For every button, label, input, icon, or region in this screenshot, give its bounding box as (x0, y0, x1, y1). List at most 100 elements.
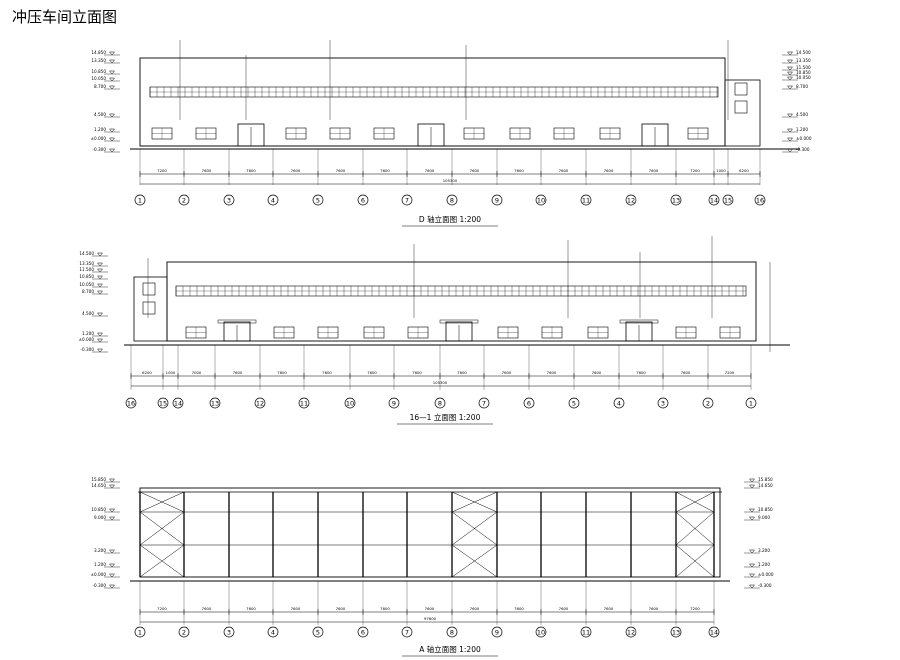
view-a-axis-11: 11 (582, 628, 590, 636)
view-d-elev-label: 8.700 (94, 84, 106, 89)
view-a-axis-9: 9 (495, 628, 499, 636)
view-d-elev-label: 10.050 (796, 75, 811, 80)
view-a-elev-label: ±0.000 (91, 572, 107, 577)
view-a-dim-label: 7600 (202, 606, 212, 611)
view-d-axis-3: 3 (227, 196, 231, 204)
view-d-elev-label: 14.500 (796, 50, 811, 55)
view-a-elev-label: 15.850 (91, 477, 106, 482)
view-a-axis-9-circle (491, 626, 503, 638)
view-16-1-axis-12-circle (254, 397, 266, 409)
view-a-elev-mark (748, 549, 756, 554)
view-a-dim-label: 7600 (649, 606, 659, 611)
view-a-elev-label: 9.000 (758, 515, 770, 520)
view-a-elev-label: 10.850 (758, 507, 773, 512)
view-d-dim-label: 7600 (336, 168, 346, 173)
view-a-axis-3: 3 (227, 628, 231, 636)
view-16-1-axis-8-circle (434, 397, 446, 409)
view-a-axis-5: 5 (316, 628, 320, 636)
view-d-elev-mark (108, 85, 116, 90)
view-a-brace (675, 544, 715, 578)
view-d-annex-window (734, 82, 748, 96)
view-d-axis-11: 11 (582, 196, 590, 204)
view-a-dim-label: 7600 (380, 606, 390, 611)
view-16-1-dim-label: 7600 (547, 370, 557, 375)
view-d-elev-label: 13.350 (796, 58, 811, 63)
view-16-1-dim-label: 7600 (502, 370, 512, 375)
view-a-axis-6-circle (357, 626, 369, 638)
view-a-elev-mark (108, 508, 116, 513)
view-a-elev-mark (108, 549, 116, 554)
view-16-1-annex-window (142, 282, 156, 296)
view-a-elev-mark (108, 484, 116, 489)
view-d-elev-mark (786, 148, 794, 153)
view-d-elev-label: ±0.000 (796, 136, 812, 141)
view-d-elev-label: -0.300 (796, 147, 810, 152)
view-d-axis-8: 8 (450, 196, 454, 204)
view-16-1-axis-5: 5 (572, 399, 576, 407)
view-a-elev-label: -0.300 (758, 583, 772, 588)
view-16-1-canopy (439, 319, 479, 324)
view-16-1-dim-label: 7600 (457, 370, 467, 375)
view-d-total-dim-label: 105300 (443, 178, 458, 183)
view-16-1-axis-9: 9 (392, 399, 396, 407)
view-a-brace (139, 511, 185, 546)
view-16-1-total-dim-label: 105300 (433, 380, 448, 385)
view-16-1-dim-label: 7600 (412, 370, 422, 375)
view-16-1-canopy (619, 319, 659, 324)
view-16-1-axis-1: 1 (749, 399, 753, 407)
view-a-elev-label: -0.300 (93, 583, 107, 588)
view-a-axis-10: 10 (537, 628, 545, 636)
view-d-elev-mark (108, 51, 116, 56)
view-a-elev-mark (108, 516, 116, 521)
view-16-1-axis-4-circle (613, 397, 625, 409)
view-d-elev-mark (108, 137, 116, 142)
view-d-elev-mark (786, 51, 794, 56)
view-d-elev-mark (786, 113, 794, 118)
view-d-axis-6-circle (357, 194, 369, 206)
view-d-dim-label: 7600 (291, 168, 301, 173)
view-a-elev-mark (108, 584, 116, 589)
view-d-axis-9-circle (491, 194, 503, 206)
view-16-1-elev-mark (96, 290, 104, 295)
view-d-elev-label: 4.500 (94, 112, 106, 117)
view-a-elev-mark (748, 508, 756, 513)
view-a-axis-1: 1 (138, 628, 142, 636)
view-a-axis-6: 6 (361, 628, 365, 636)
view-16-1-axis-13-circle (209, 397, 221, 409)
view-16-1-axis-9-circle (388, 397, 400, 409)
view-a-wall-frame (139, 487, 721, 578)
view-a-axis-13-circle (670, 626, 682, 638)
view-d-axis-8-circle (446, 194, 458, 206)
view-d-axis-3-circle (223, 194, 235, 206)
view-d-elev-label: ±0.000 (91, 136, 107, 141)
view-a-axis-4: 4 (271, 628, 275, 636)
view-16-1-elev-mark (96, 262, 104, 267)
view-16-1-elev-mark (96, 348, 104, 353)
view-d-elev-mark (786, 76, 794, 81)
view-16-1-elev-label: 11.500 (79, 267, 94, 272)
view-a-axis-2: 2 (182, 628, 186, 636)
view-d-axis-15: 15 (724, 196, 732, 204)
view-16-1-elev-label: 4.500 (82, 311, 94, 316)
view-a-dim-label: 7200 (157, 606, 167, 611)
view-16-1-dim-label: 7600 (367, 370, 377, 375)
view-a-axis-3-circle (223, 626, 235, 638)
view-a-dim-label: 7600 (604, 606, 614, 611)
view-a-elev-mark (748, 573, 756, 578)
view-d-elev-mark (786, 59, 794, 64)
view-a-view-title: A 轴立面图 1:200 (419, 644, 481, 654)
view-a-elev-label: 1.200 (758, 562, 770, 567)
view-16-1-dim-label: 7600 (681, 370, 691, 375)
view-a-axis-7-circle (401, 626, 413, 638)
view-d-axis-13-circle (670, 194, 682, 206)
view-16-1-axis-3-circle (657, 397, 669, 409)
view-16-1-axis-10: 10 (346, 399, 354, 407)
view-a-elev-mark (748, 584, 756, 589)
view-16-1-main-wall (166, 261, 757, 342)
view-d-axis-12-circle (625, 194, 637, 206)
view-a-axis-14: 14 (710, 628, 718, 636)
view-d-view-title: D 轴立面图 1:200 (419, 214, 481, 224)
view-d-axis-11-circle (580, 194, 592, 206)
view-a-dim-label: 7600 (291, 606, 301, 611)
view-d-elev-label: 10.050 (91, 76, 106, 81)
